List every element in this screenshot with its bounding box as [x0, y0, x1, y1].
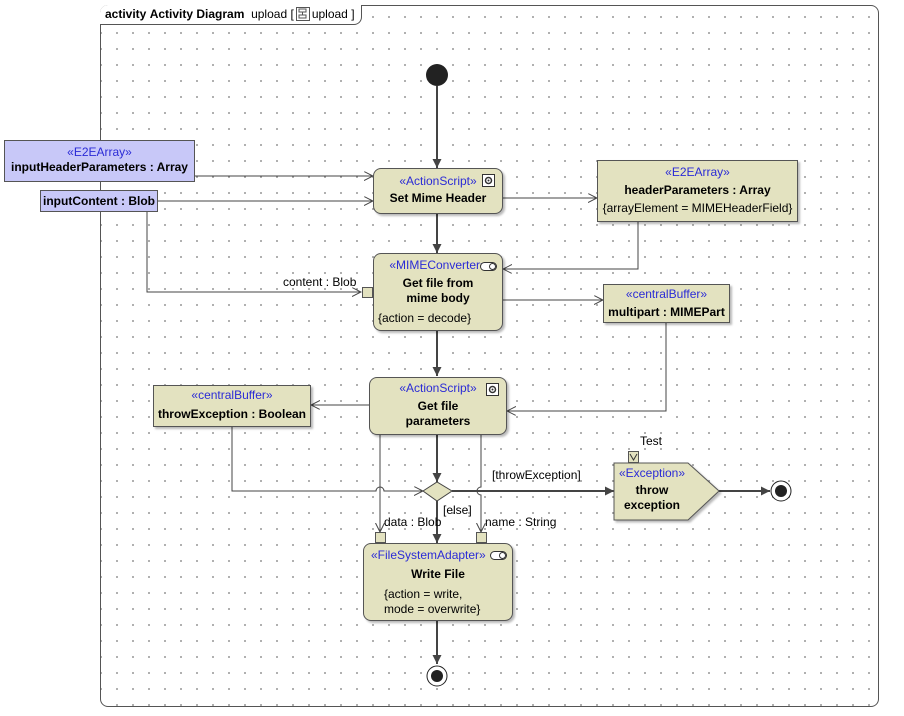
header-parameters-stereotype: «E2EArray» [665, 165, 730, 179]
frame-ref-name: upload [311, 7, 348, 21]
diagram-frame [100, 5, 879, 707]
guard-throw-exception: [throwException] [492, 468, 581, 482]
activity-final-bottom [426, 665, 448, 687]
set-mime-header-action[interactable]: «ActionScript» Set Mime Header [373, 168, 503, 214]
get-file-parameters-name-2: parameters [405, 414, 471, 428]
write-file-stereotype: «FileSystemAdapter» [371, 548, 486, 562]
set-mime-header-name: Set Mime Header [389, 191, 487, 205]
adapter-toggle-icon [490, 551, 507, 560]
set-mime-header-stereotype: «ActionScript» [399, 174, 477, 188]
header-parameters-node[interactable]: «E2EArray» headerParameters : Array {arr… [597, 160, 798, 222]
initial-node [426, 64, 448, 86]
throw-exception-text[interactable]: «Exception» throw exception [614, 466, 690, 513]
obj-flow-header-array-back [503, 222, 639, 269]
throw-exception-buffer-stereotype: «centralBuffer» [191, 388, 273, 402]
script-icon [486, 383, 499, 396]
name-input-pin[interactable] [476, 532, 487, 543]
frame-title: Activity Diagram [149, 7, 245, 21]
name-pin-label: name : String [485, 515, 557, 529]
frame-name: upload [251, 7, 288, 21]
data-pin-label: data : Blob [384, 515, 442, 529]
content-pin-label: content : Blob [283, 275, 357, 289]
write-file-constraint-2: mode = overwrite} [384, 602, 481, 616]
activity-diagram-icon [295, 7, 310, 21]
obj-flow-name-pin [477, 435, 481, 532]
guard-else: [else] [443, 503, 472, 517]
header-parameters-constraint: {arrayElement = MIMEHeaderField} [602, 201, 793, 215]
throw-exception-name-2: exception [623, 498, 680, 512]
get-file-from-mime-stereotype: «MIMEConverter» [389, 258, 487, 272]
obj-flow-throw-buffer-to-decision [231, 427, 423, 491]
input-header-parameters-node[interactable]: «E2EArray» inputHeaderParameters : Array [4, 140, 195, 182]
test-pin[interactable] [628, 451, 639, 463]
input-header-parameters-stereotype: «E2EArray» [67, 145, 132, 159]
get-file-parameters-name-1: Get file [417, 399, 459, 413]
frame-ref-open: [ [290, 7, 294, 21]
adapter-toggle-icon [480, 262, 497, 271]
multipart-stereotype: «centralBuffer» [625, 287, 708, 301]
multipart-buffer-node[interactable]: «centralBuffer» multipart : MIMEPart [603, 284, 730, 323]
chevron-down-icon [629, 453, 638, 461]
data-input-pin[interactable] [375, 532, 386, 543]
input-header-parameters-name: inputHeaderParameters : Array [11, 160, 188, 174]
multipart-name: multipart : MIMEPart [608, 305, 725, 319]
throw-exception-buffer-node[interactable]: «centralBuffer» throwException : Boolean [153, 385, 311, 427]
get-file-from-mime-name-2: mime body [406, 291, 470, 305]
throw-exception-stereotype: «Exception» [618, 466, 686, 480]
frame-header: activity Activity Diagram upload [ uploa… [100, 5, 362, 25]
content-input-pin[interactable] [362, 287, 373, 298]
obj-flow-content-pin [146, 212, 361, 292]
throw-exception-name-1: throw [635, 483, 669, 497]
get-file-parameters-action[interactable]: «ActionScript» Get file parameters [369, 377, 507, 435]
script-icon [482, 174, 495, 187]
get-file-parameters-stereotype: «ActionScript» [399, 381, 477, 395]
activity-final-right [770, 480, 792, 502]
write-file-action[interactable]: «FileSystemAdapter» Write File {action =… [363, 543, 513, 621]
test-pin-label: Test [640, 434, 663, 448]
input-content-node[interactable]: inputContent : Blob [40, 190, 158, 212]
write-file-constraint-1: {action = write, [384, 587, 463, 601]
obj-flow-multipart-back [507, 323, 667, 411]
header-parameters-name: headerParameters : Array [624, 183, 771, 197]
frame-kind: activity [105, 7, 147, 21]
decision-node [422, 481, 453, 502]
input-content-name: inputContent : Blob [43, 194, 155, 208]
get-file-from-mime-constraint: {action = decode} [378, 311, 472, 325]
throw-exception-buffer-name: throwException : Boolean [157, 407, 306, 421]
write-file-name: Write File [411, 567, 465, 581]
get-file-from-mime-name-1: Get file from [402, 276, 474, 290]
frame-ref-close: ] [351, 7, 355, 21]
throw-exception-shape [613, 462, 720, 521]
